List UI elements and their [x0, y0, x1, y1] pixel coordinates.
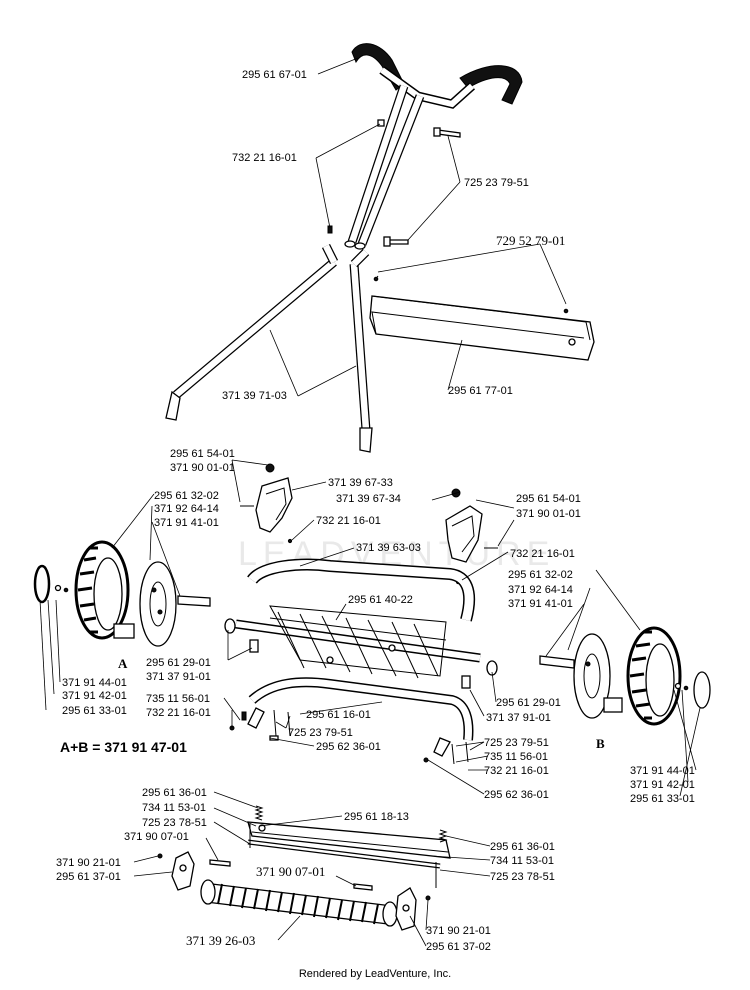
- frame-bar: [247, 558, 476, 622]
- label-l-nut: 295 61 54-01: [170, 448, 235, 460]
- label-screw-725-78-r: 725 23 78-51: [490, 871, 555, 883]
- bed-bar: [229, 677, 474, 765]
- label-grass-deflector: 295 61 77-01: [448, 385, 513, 397]
- label-lower-handle: 371 39 71-03: [222, 390, 287, 402]
- roller-brackets: [157, 851, 431, 931]
- label-r-732: 732 21 16-01: [484, 765, 549, 777]
- label-r-gear-a: 371 92 64-14: [508, 584, 573, 596]
- letter-b: B: [596, 736, 605, 751]
- label-frame-bar: 371 39 63-03: [356, 542, 421, 554]
- bed-knife: [247, 805, 451, 888]
- letter-a: A: [118, 656, 128, 671]
- label-l-gear-a: 371 92 64-14: [154, 503, 219, 515]
- right-side-bracket: [445, 488, 498, 585]
- label-l-bearing: 371 37 91-01: [146, 671, 211, 683]
- label-bed-bolt: 725 23 79-51: [288, 727, 353, 739]
- label-bolt-90-07-l: 371 90 07-01: [124, 831, 189, 843]
- label-l-bushing: 295 61 29-01: [146, 657, 211, 669]
- right-wheel: [539, 626, 711, 726]
- label-pin-90-21-r: 371 90 21-01: [426, 925, 491, 937]
- label-pin-90-21-l: 371 90 21-01: [56, 857, 121, 869]
- label-l-bracket: 371 39 67-33: [328, 477, 393, 489]
- label-l-gear-b: 371 91 41-01: [154, 517, 219, 529]
- label-r-nut-low: 295 62 36-01: [484, 789, 549, 801]
- label-washer-734-r: 734 11 53-01: [490, 855, 554, 867]
- label-handle-top: 295 61 67-01: [242, 69, 307, 81]
- grass-deflector: [369, 275, 595, 361]
- label-bracket-37-r: 295 61 37-02: [426, 941, 491, 953]
- label-screw-725-78-l: 725 23 78-51: [142, 817, 207, 829]
- label-r-screw-732: 732 21 16-01: [510, 548, 575, 560]
- label-l-screw-732: 732 21 16-01: [316, 515, 381, 527]
- label-l-cap-42: 371 91 42-01: [62, 690, 127, 702]
- label-r-bracket: 371 39 67-34: [336, 493, 401, 505]
- reel: [224, 605, 498, 689]
- label-l-washer: 371 90 01-01: [170, 462, 235, 474]
- label-bolt-90-07-c: 371 90 07-01: [256, 864, 325, 879]
- footer-credit: Rendered by LeadVenture, Inc.: [298, 968, 452, 980]
- left-wheel: [33, 540, 211, 647]
- label-r-washer: 371 90 01-01: [516, 508, 581, 520]
- label-spring-r: 295 61 36-01: [490, 841, 555, 853]
- label-r-gear-b: 371 91 41-01: [508, 598, 573, 610]
- label-r-cap-44: 371 91 44-01: [630, 765, 695, 777]
- label-l-735: 735 11 56-01: [146, 693, 210, 705]
- label-spring-l: 295 61 36-01: [142, 787, 207, 799]
- label-r-hubcap: 295 61 33-01: [630, 793, 695, 805]
- label-reel: 295 61 40-22: [348, 594, 413, 606]
- label-r-wheel: 295 61 32-02: [508, 569, 573, 581]
- label-l-732-low: 732 21 16-01: [146, 707, 211, 719]
- label-l-wheel: 295 61 32-02: [154, 490, 219, 502]
- left-side-bracket: [240, 463, 293, 544]
- combo-note: A+B = 371 91 47-01: [60, 739, 187, 755]
- leader-lines: [39, 57, 701, 947]
- upper-handle: [344, 43, 523, 250]
- label-blade: 295 61 18-13: [344, 811, 409, 823]
- label-bed-nut: 295 62 36-01: [316, 741, 381, 753]
- handle-screw: [327, 119, 385, 234]
- handle-bolt: [383, 127, 461, 247]
- part-labels: 295 61 67-01 732 21 16-01 725 23 79-51 7…: [56, 69, 695, 953]
- label-r-cap-42: 371 91 42-01: [630, 779, 695, 791]
- label-roller: 371 39 26-03: [186, 933, 255, 948]
- label-r-725: 725 23 79-51: [484, 737, 549, 749]
- label-r-bearing: 371 37 91-01: [486, 712, 551, 724]
- label-bracket-37-l: 295 61 37-01: [56, 871, 121, 883]
- label-l-cap-44: 371 91 44-01: [62, 677, 127, 689]
- label-washer-734-l: 734 11 53-01: [142, 802, 206, 814]
- label-screw-732-top: 732 21 16-01: [232, 152, 297, 164]
- label-grass-rivet: 729 52 79-01: [496, 233, 565, 248]
- label-l-hubcap: 295 61 33-01: [62, 705, 127, 717]
- label-bed-bar: 295 61 16-01: [306, 709, 371, 721]
- label-r-bushing: 295 61 29-01: [496, 697, 561, 709]
- roller: [200, 879, 398, 927]
- lower-handle: [165, 243, 373, 453]
- label-bolt-725-top: 725 23 79-51: [464, 177, 529, 189]
- label-r-735: 735 11 56-01: [484, 751, 548, 763]
- label-r-nut: 295 61 54-01: [516, 493, 581, 505]
